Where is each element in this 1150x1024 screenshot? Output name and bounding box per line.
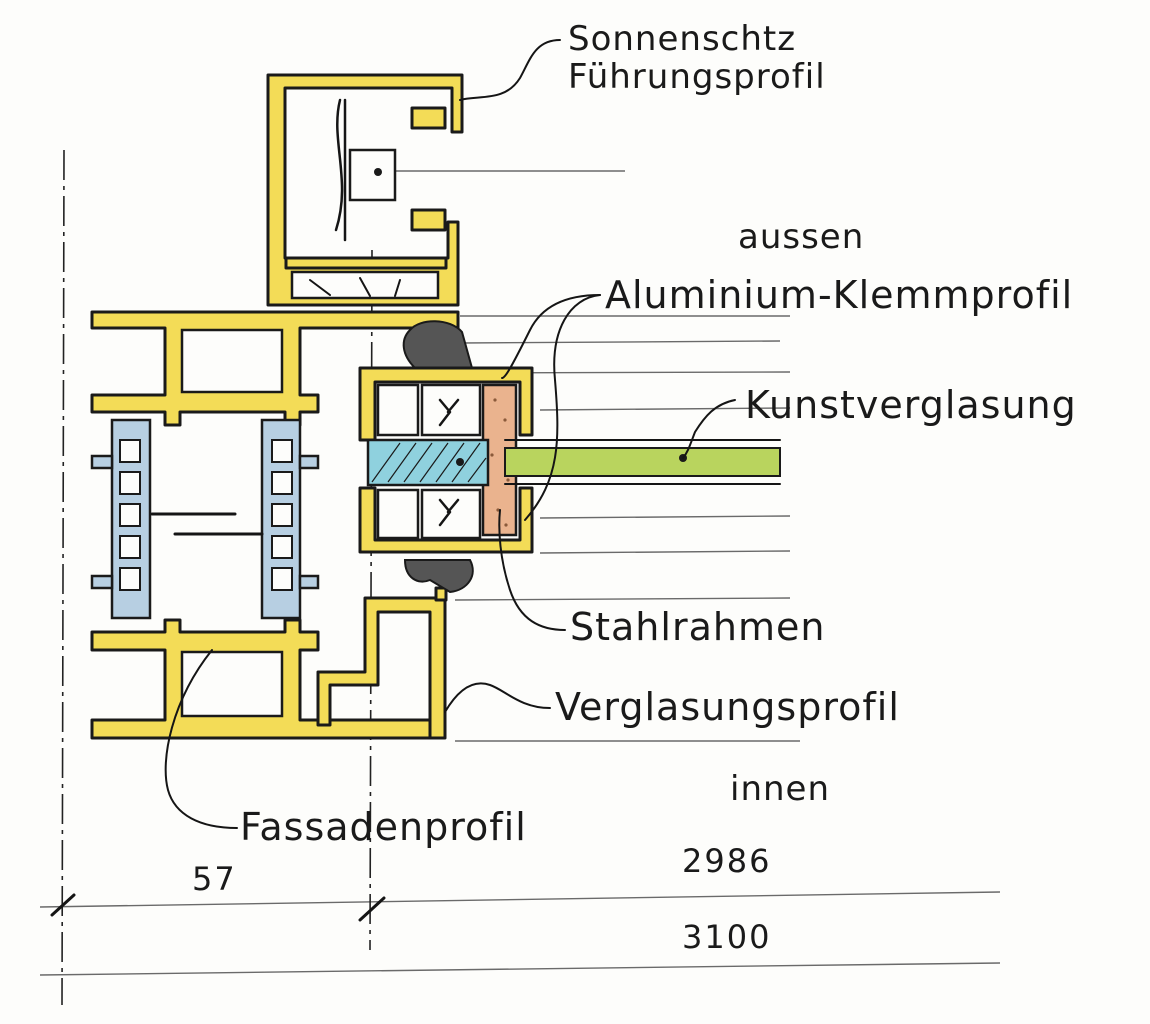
label-sonnenschutz-line1: Sonnenschtz xyxy=(568,19,796,59)
label-klemmprofil: Aluminium-Klemmprofil xyxy=(605,273,1073,317)
label-stahlrahmen: Stahlrahmen xyxy=(570,605,825,649)
glazing-profile xyxy=(316,586,448,740)
dimension-upper-right: 2986 xyxy=(682,842,771,880)
label-verglasungsprofil: Verglasungsprofil xyxy=(555,685,900,729)
label-sonnenschutz-line2: Führungsprofil xyxy=(568,57,826,97)
label-kunstverglasung: Kunstverglasung xyxy=(745,383,1077,427)
facade-mullion-profile xyxy=(90,310,460,740)
dimension-left: 57 xyxy=(192,860,237,898)
glass-cross-section xyxy=(366,438,490,487)
sun-protection-guide-profile xyxy=(266,73,464,307)
label-aussen: aussen xyxy=(738,217,864,257)
label-fassadenprofil: Fassadenprofil xyxy=(240,805,527,849)
construction-lines xyxy=(39,170,1001,976)
art-glass-pane xyxy=(504,439,781,485)
leader-lines xyxy=(164,39,736,829)
gaskets xyxy=(402,320,474,594)
label-innen: innen xyxy=(730,769,830,809)
dimension-lower-right: 3100 xyxy=(682,918,771,956)
